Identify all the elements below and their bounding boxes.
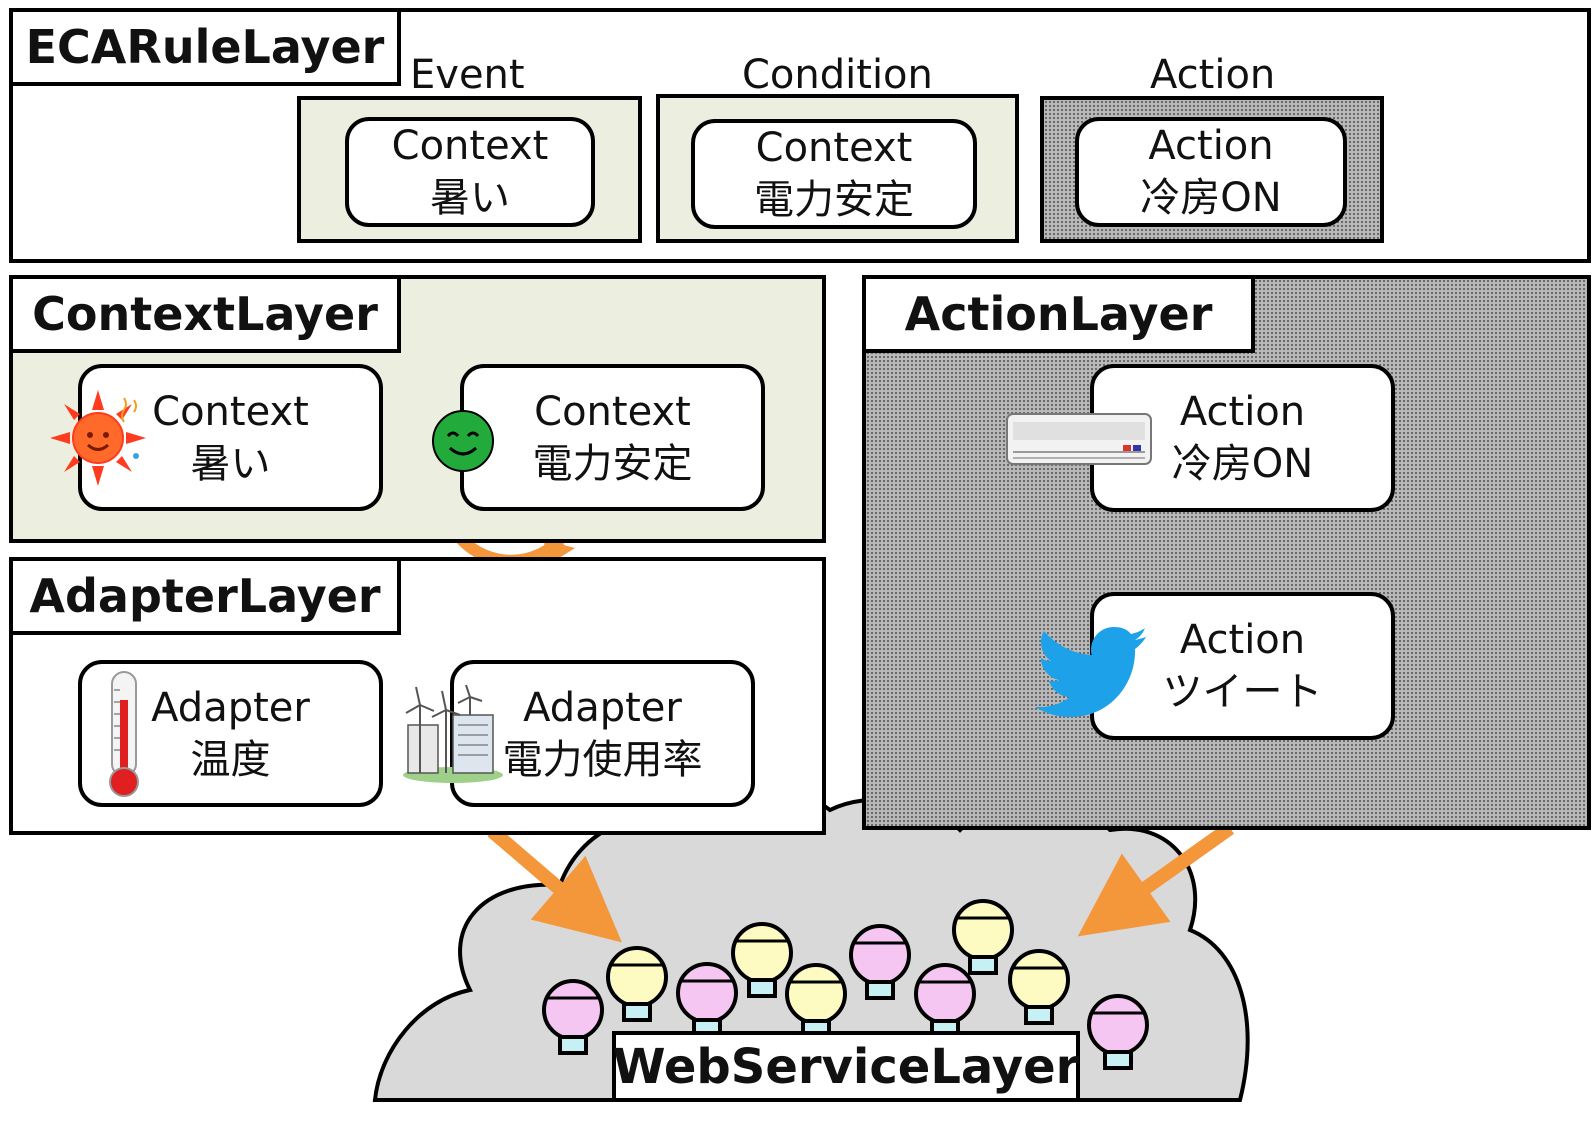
node-type: Context [152, 388, 309, 435]
node-type: Action [1179, 389, 1306, 435]
service-bulb-icon [849, 924, 911, 1000]
action-cooling-node[interactable]: Action 冷房ON [1090, 364, 1395, 512]
thermometer-icon [109, 671, 139, 797]
node-name: 温度 [190, 736, 271, 783]
node-type: Adapter [151, 684, 310, 731]
twitter-bird-icon [1036, 627, 1148, 717]
action-tweet-node[interactable]: Action ツイート [1090, 592, 1395, 740]
arrow-adapter-to-web [487, 825, 622, 943]
node-type: Action [1179, 617, 1306, 663]
sun-icon [50, 390, 146, 486]
node-name: 暑い [430, 175, 510, 221]
service-bulb-icon [1008, 949, 1070, 1025]
node-type: Action [1148, 123, 1274, 169]
adapter-power-usage-node[interactable]: Adapter 電力使用率 [450, 660, 755, 807]
smiley-icon [432, 410, 494, 472]
wind-turbine-icon [403, 685, 503, 783]
action-layer [862, 275, 1591, 830]
condition-context-node[interactable]: Context 電力安定 [691, 119, 977, 229]
arrow-action-to-web [1077, 822, 1235, 937]
event-context-node[interactable]: Context 暑い [345, 117, 595, 227]
node-name: 暑い [190, 440, 271, 487]
node-type: Context [755, 125, 913, 171]
service-bulbs [542, 899, 1149, 1070]
node-name: ツイート [1162, 669, 1323, 715]
node-type: Adapter [523, 684, 682, 731]
node-name: 電力安定 [754, 177, 914, 223]
air-conditioner-icon [1006, 413, 1152, 465]
service-bulb-icon [731, 922, 793, 998]
action-layer-title: ActionLayer [862, 275, 1255, 353]
node-type: Context [391, 123, 549, 169]
event-heading: Event [410, 52, 525, 98]
service-bulb-icon [606, 946, 668, 1022]
service-bulb-icon [1087, 994, 1149, 1070]
service-bulb-icon [914, 963, 976, 1039]
context-layer-title: ContextLayer [9, 275, 401, 353]
node-name: 冷房ON [1171, 441, 1314, 487]
node-type: Context [534, 388, 691, 435]
action-action-node[interactable]: Action 冷房ON [1075, 117, 1347, 227]
node-name: 電力安定 [532, 440, 693, 487]
adapter-layer-title: AdapterLayer [9, 557, 401, 635]
service-bulb-icon [542, 979, 604, 1055]
node-name: 電力使用率 [502, 736, 703, 783]
web-service-layer-title: WebServiceLayer [612, 1031, 1080, 1102]
service-bulb-icon [952, 899, 1014, 975]
action-heading: Action [1150, 52, 1276, 98]
ecarule-layer-title: ECARuleLayer [9, 8, 401, 86]
service-bulb-icon [785, 963, 847, 1039]
node-name: 冷房ON [1140, 175, 1282, 221]
condition-heading: Condition [742, 52, 933, 98]
context-stable-node[interactable]: Context 電力安定 [460, 364, 765, 511]
